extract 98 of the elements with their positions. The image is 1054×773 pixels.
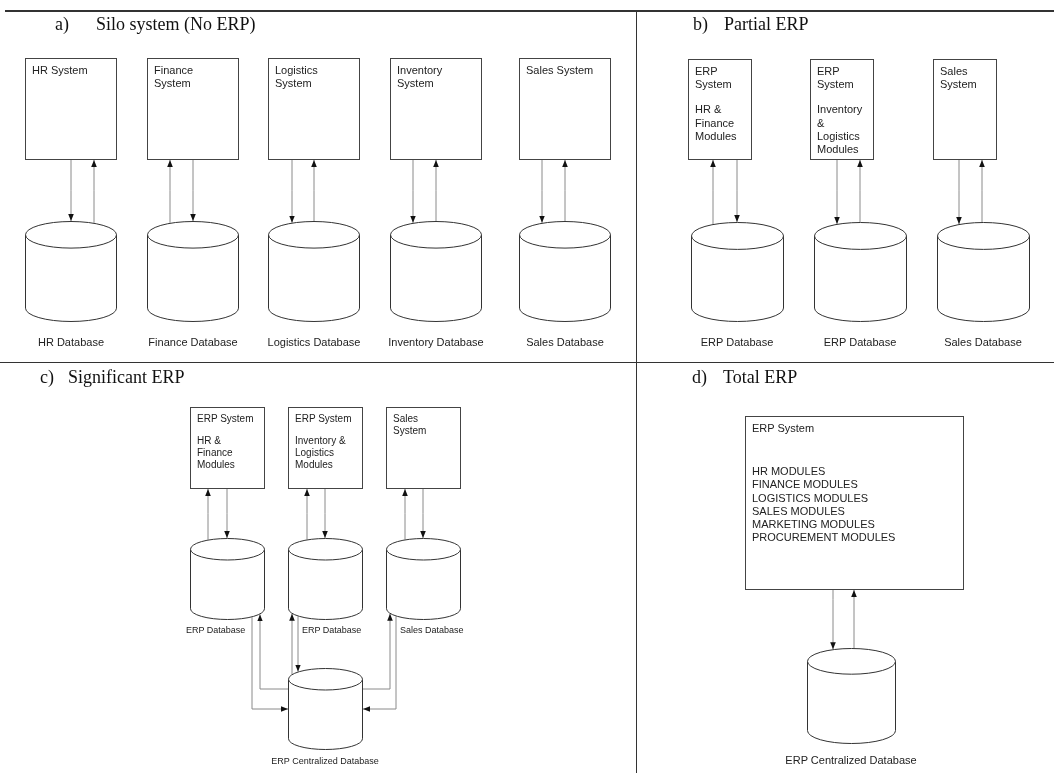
system-box [288,407,363,489]
system-box [147,58,239,160]
box-title: ERP System [752,422,816,436]
database-cylinder [691,222,784,322]
database-label: Finance Database [148,335,238,350]
panel-letter: c) [40,366,54,388]
box-title: Sales System [393,413,428,437]
arrow [420,488,426,539]
system-box [190,407,265,489]
arrow [956,159,962,225]
box-title: ERP System [817,65,855,92]
arrow [402,488,408,540]
panel-title: Partial ERP [724,13,809,35]
database-cylinder [807,648,896,744]
panel-letter: b) [693,13,708,35]
box-text: LOGISTICS MODULES [752,491,870,505]
box-title: Logistics System [275,64,319,91]
database-cylinder [814,222,907,322]
arrow [562,159,568,222]
system-box [688,59,752,160]
database-label: Logistics Database [267,335,361,350]
arrow [289,613,295,675]
box-text: Inventory & Logistics Modules [817,103,864,157]
arrow [289,159,295,224]
box-title: Inventory System [397,64,444,91]
arrow [311,159,317,222]
box-text: PROCUREMENT MODULES [752,531,897,545]
database-cylinder [519,221,611,322]
box-title: ERP System [295,413,353,425]
arrow [734,159,740,223]
arrow [710,159,716,225]
database-label: ERP Database [823,335,897,350]
database-label: ERP Database [302,624,362,637]
arrow [257,613,289,690]
database-cylinder [386,538,461,620]
panel-title: Silo system (No ERP) [96,13,256,35]
panel-letter: d) [692,366,707,388]
box-title: Finance System [154,64,195,91]
panel-title: Total ERP [723,366,798,388]
box-title: ERP System [695,65,733,92]
system-box [810,59,874,160]
arrow [362,615,397,712]
box-title: Sales System [526,64,595,78]
arrow [851,589,857,649]
database-label: Inventory Database [388,335,484,350]
system-box [268,58,360,160]
database-label: HR Database [38,335,104,350]
database-cylinder [25,221,117,322]
database-label: Sales Database [944,335,1022,350]
system-box [25,58,117,160]
arrow [362,613,393,690]
arrow [979,159,985,223]
database-label: ERP Database [700,335,774,350]
database-cylinder [288,668,363,750]
arrow [834,159,840,225]
arrow [830,589,836,650]
system-box [933,59,997,160]
panel-title: Significant ERP [68,366,185,388]
box-title: Sales System [940,65,978,92]
arrow [857,159,863,223]
box-text: FINANCE MODULES [752,478,859,492]
arrow [91,159,97,224]
box-text: MARKETING MODULES [752,517,876,532]
database-label: Sales Database [400,624,464,637]
box-title: ERP System [197,413,255,425]
box-text: HR & Finance Modules [197,435,236,471]
box-text: HR & Finance Modules [695,103,738,143]
panel-letter: a) [55,13,69,35]
database-label: ERP Centralized Database [785,753,917,768]
arrow [190,159,196,222]
database-cylinder [147,221,239,322]
arrow [304,488,310,540]
box-text: HR MODULES [752,465,827,479]
database-cylinder [190,538,265,620]
arrow [251,616,289,712]
box-title: HR System [32,64,89,78]
database-cylinder [390,221,482,322]
box-text: SALES MODULES [752,504,846,518]
system-box [745,416,964,590]
box-text: Inventory & Logistics Modules [295,435,347,471]
arrow [433,159,439,222]
arrow [295,615,301,673]
database-label: ERP Database [186,624,246,637]
system-box [519,58,611,160]
database-cylinder [288,538,363,620]
arrow [539,159,545,224]
database-cylinder [937,222,1030,322]
arrow [167,159,173,224]
arrow [68,159,74,222]
system-box [390,58,482,160]
arrow [322,488,328,539]
database-cylinder [268,221,360,322]
database-label: Sales Database [526,335,604,350]
system-box [386,407,461,489]
database-label: ERP Centralized Database [271,755,379,768]
arrow [205,488,211,541]
arrow [224,488,230,539]
arrow [410,159,416,224]
